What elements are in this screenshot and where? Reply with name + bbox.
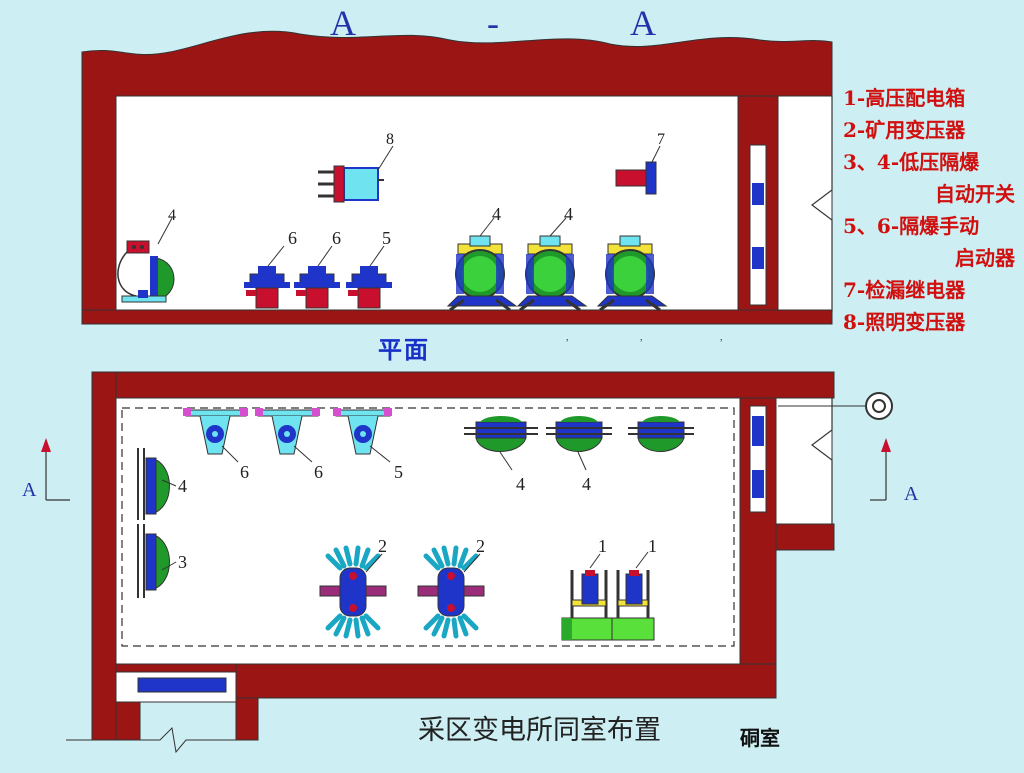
corridor-door [137, 677, 227, 693]
label-plan-5: 5 [394, 462, 403, 482]
plan-right-lower-wall [775, 523, 835, 551]
legend-item: 1-高压配电箱 [843, 86, 966, 110]
feeder-switch-plan-3 [628, 416, 694, 452]
plan-corridor-wall [115, 701, 141, 741]
label-section-4b: 4 [492, 204, 501, 224]
section-floor [81, 309, 833, 325]
equipment-boundary [121, 407, 735, 647]
hv-switchgear-plan-2 [611, 551, 655, 641]
section-marker-right: A [870, 438, 919, 505]
door-panel [752, 183, 764, 205]
caption-tag: 硐室 [740, 726, 780, 750]
label-plan-1a: 1 [598, 536, 607, 556]
section-roof [81, 30, 833, 321]
label-plan-2b: 2 [476, 536, 485, 556]
label-section-6b: 6 [332, 228, 341, 248]
plan-break-line [811, 398, 833, 524]
feeder-switch-section-1 [446, 217, 518, 312]
label-plan-4b: 4 [582, 474, 591, 494]
mine-transformer-plan-2 [417, 545, 485, 639]
door-panel [752, 416, 764, 446]
leakage-relay-section [615, 145, 661, 195]
plan-view: 6 6 5 4 4 4 3 2 2 1 1 [66, 371, 893, 754]
starter-plan-2 [255, 408, 320, 463]
plan-top-wall [91, 371, 835, 399]
section-door [749, 144, 767, 306]
legend-item: 8-照明变压器 [843, 310, 966, 334]
starter-section-3 [346, 245, 392, 309]
label-plan-2a: 2 [378, 536, 387, 556]
tick-mark: , [720, 332, 723, 343]
label-plan-3: 3 [178, 552, 187, 572]
feeder-switch-section-2 [516, 217, 588, 312]
plan-title: 平面 [378, 336, 430, 364]
label-section-4c: 4 [564, 204, 573, 224]
cable-entry-icon [778, 392, 893, 420]
tick-mark: , [640, 332, 643, 343]
label-section-5: 5 [382, 228, 391, 248]
starter-plan-1 [183, 408, 248, 463]
plan-right-passage [775, 397, 833, 525]
section-break-line [811, 96, 833, 312]
diagram-caption: 采区变电所同室布置 [418, 715, 661, 746]
label-plan-4a: 4 [516, 474, 525, 494]
low-voltage-switch-plan-left [137, 448, 177, 520]
label-section-8: 8 [386, 131, 394, 148]
legend-item: 3、4-低压隔爆 [843, 150, 980, 174]
legend-item: 自动开关 [935, 182, 1015, 206]
legend-item: 启动器 [955, 246, 1015, 270]
feeder-switch-plan-1 [464, 416, 538, 471]
mine-transformer-plan-1 [319, 545, 387, 639]
section-marker-right-label: A [904, 483, 919, 505]
low-voltage-switch-section-left [117, 217, 175, 303]
label-plan-1b: 1 [648, 536, 657, 556]
legend-item: 7-检漏继电器 [843, 278, 966, 302]
label-section-6a: 6 [288, 228, 297, 248]
feeder-switch-plan-2 [546, 416, 612, 471]
section-right-recess [777, 95, 833, 311]
door-panel [752, 247, 764, 269]
starter-section-2 [294, 245, 340, 309]
label-section-7: 7 [657, 131, 665, 148]
section-marker-left: A [22, 438, 70, 501]
plan-corridor-wall-right [235, 697, 259, 741]
label-plan-6a: 6 [240, 462, 249, 482]
lighting-transformer-section [318, 145, 394, 203]
section-marker-left-label: A [22, 479, 37, 501]
plan-bottom-wall [235, 663, 777, 699]
corridor-break-line [66, 726, 236, 754]
starter-section-1 [244, 245, 290, 309]
starter-plan-3 [333, 408, 392, 463]
feeder-switch-section-3 [596, 235, 668, 312]
legend-item: 2-矿用变压器 [843, 118, 966, 142]
legend-item: 5、6-隔爆手动 [843, 214, 980, 238]
label-plan-6b: 6 [314, 462, 323, 482]
plan-bottom-left-wall [115, 663, 237, 673]
legend: 1-高压配电箱 2-矿用变压器 3、4-低压隔爆自动开关 5、6-隔爆手动启动器 7-检… [843, 82, 1021, 338]
door-panel [752, 470, 764, 498]
label-plan-4l: 4 [178, 476, 187, 496]
plan-left-wall [91, 371, 117, 741]
tick-mark: , [566, 332, 569, 343]
section-title: A - A [330, 3, 719, 43]
section-view: 8 7 4 6 6 5 4 4 , , , [81, 30, 833, 343]
low-voltage-switch-plan-3 [137, 524, 177, 598]
label-section-4a: 4 [168, 207, 176, 224]
